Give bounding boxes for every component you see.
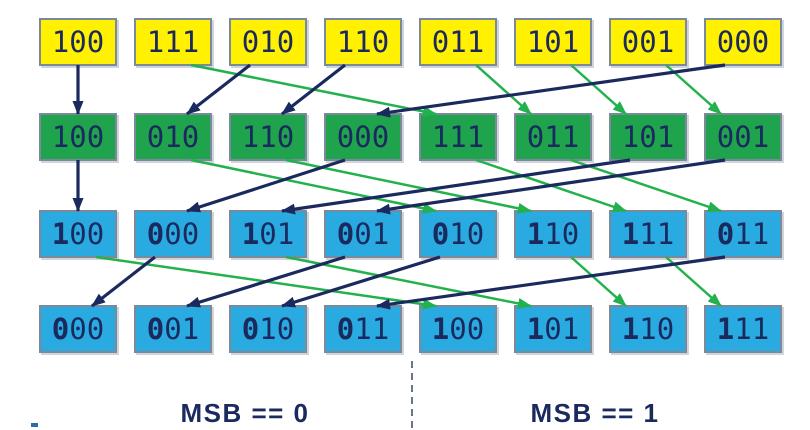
cropped-glyph-artifact — [31, 423, 38, 427]
value-box-row-input-c4: 110 — [324, 18, 402, 66]
value-box-row-pass1-lsb-c8: 001 — [704, 113, 782, 161]
value-box-row-pass1-lsb-c4: 000 — [324, 113, 402, 161]
value-box-row-pass1-lsb-c7: 101 — [609, 113, 687, 161]
value-box-row-input-c5: 011 — [419, 18, 497, 66]
value-box-row-pass1-lsb-c5: 111 — [419, 113, 497, 161]
value-box-row-pass1-lsb-c1: 100 — [39, 113, 117, 161]
value-box-row-input-c8: 000 — [704, 18, 782, 66]
msb-one-label: MSB == 1 — [530, 398, 660, 428]
value-box-row-input-c3: 010 — [229, 18, 307, 66]
value-box-row-pass1-lsb-c2: 010 — [134, 113, 212, 161]
value-box-row-pass1-lsb-c3: 110 — [229, 113, 307, 161]
value-box-row-input-c6: 101 — [514, 18, 592, 66]
value-box-row-input-c2: 111 — [134, 18, 212, 66]
value-box-row-pass1-lsb-c6: 011 — [514, 113, 592, 161]
value-box-row-input-c1: 100 — [39, 18, 117, 66]
value-box-row-input-c7: 001 — [609, 18, 687, 66]
msb-zero-label: MSB == 0 — [180, 398, 310, 428]
